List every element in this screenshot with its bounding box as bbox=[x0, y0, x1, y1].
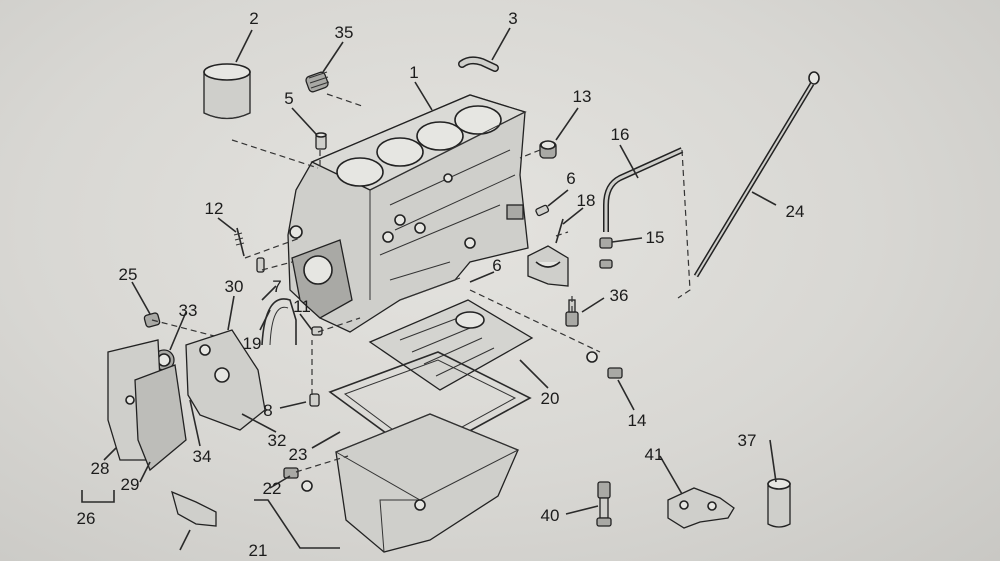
callout-7: 7 bbox=[272, 277, 281, 296]
baffle-plate bbox=[368, 299, 534, 391]
callout-20: 20 bbox=[541, 389, 560, 408]
callout-3: 3 bbox=[508, 9, 517, 28]
front-cover bbox=[107, 329, 266, 472]
stud bbox=[233, 227, 245, 257]
dipstick bbox=[693, 71, 820, 278]
leader-lines bbox=[81, 27, 777, 551]
callout-18: 18 bbox=[577, 191, 596, 210]
bolt bbox=[565, 299, 579, 327]
dowel-pin bbox=[315, 132, 327, 150]
bearing-cap bbox=[527, 245, 569, 287]
pin-7 bbox=[256, 257, 265, 273]
callout-23: 23 bbox=[289, 445, 308, 464]
oil-fitting bbox=[586, 351, 623, 379]
callout-14: 14 bbox=[628, 411, 647, 430]
spring-plug bbox=[305, 71, 330, 93]
expansion-plug bbox=[539, 140, 557, 159]
callout-36: 36 bbox=[610, 286, 629, 305]
callout-35: 35 bbox=[335, 23, 354, 42]
callout-1: 1 bbox=[409, 63, 418, 82]
callout-8: 8 bbox=[263, 401, 272, 420]
callout-15: 15 bbox=[646, 228, 665, 247]
callout-2: 2 bbox=[249, 9, 258, 28]
drain-bolt bbox=[283, 467, 313, 492]
cylinder-liner bbox=[203, 63, 251, 120]
callout-40: 40 bbox=[541, 506, 560, 525]
callout-24: 24 bbox=[786, 202, 805, 221]
callout-41: 41 bbox=[645, 445, 664, 464]
mounting-bracket bbox=[667, 487, 735, 529]
callout-33: 33 bbox=[179, 301, 198, 320]
callout-26: 26 bbox=[77, 509, 96, 528]
callout-12: 12 bbox=[205, 199, 224, 218]
lower-bearing bbox=[171, 490, 217, 527]
oil-pan bbox=[334, 413, 520, 553]
sleeve bbox=[767, 478, 791, 528]
callout-6-lower: 6 bbox=[492, 256, 501, 275]
callout-34: 34 bbox=[193, 447, 212, 466]
callout-28: 28 bbox=[91, 459, 110, 478]
callout-13: 13 bbox=[573, 87, 592, 106]
callout-29: 29 bbox=[121, 475, 140, 494]
callout-6-upper: 6 bbox=[566, 169, 575, 188]
callout-16: 16 bbox=[611, 125, 630, 144]
callout-30: 30 bbox=[225, 277, 244, 296]
cylinder-block bbox=[287, 94, 529, 333]
plug-bolt bbox=[143, 312, 231, 341]
callout-37: 37 bbox=[738, 431, 757, 450]
oil-tube bbox=[599, 147, 684, 269]
roll-pin bbox=[555, 218, 564, 244]
bent-pipe bbox=[458, 56, 499, 72]
callout-25: 25 bbox=[119, 265, 138, 284]
callout-19: 19 bbox=[243, 334, 262, 353]
callout-5: 5 bbox=[284, 89, 293, 108]
callout-11: 11 bbox=[293, 297, 311, 316]
dowel-8 bbox=[309, 393, 320, 407]
small-pin bbox=[535, 204, 550, 217]
callout-labels: 2 35 3 1 5 13 16 6 18 24 15 12 6 25 30 7… bbox=[77, 9, 805, 560]
assembly-lines bbox=[231, 93, 691, 473]
callout-21: 21 bbox=[249, 541, 268, 560]
callout-22: 22 bbox=[263, 479, 282, 498]
thrust-washer bbox=[261, 298, 297, 346]
callout-32: 32 bbox=[268, 431, 287, 450]
oil-pressure-sender bbox=[596, 481, 612, 527]
